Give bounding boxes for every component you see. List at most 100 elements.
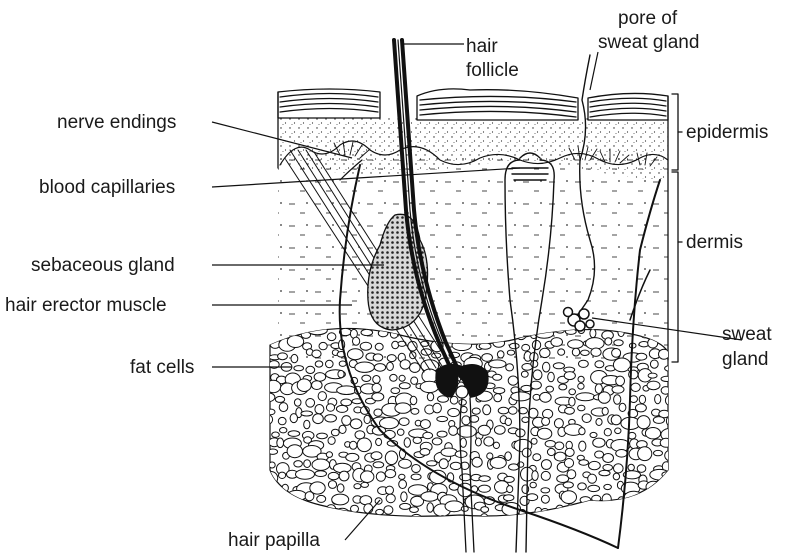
fat-cell [390, 374, 397, 381]
fat-cell [498, 407, 509, 414]
fat-cell [339, 425, 346, 433]
fat-cell [646, 481, 661, 492]
fat-cell [533, 454, 541, 461]
fat-cell [433, 403, 442, 413]
fat-cell [591, 348, 601, 356]
fat-cell [614, 340, 623, 346]
fat-cell [275, 396, 284, 402]
fat-cell [588, 485, 600, 491]
fat-cell [420, 449, 430, 456]
fat-cell [317, 495, 326, 502]
fat-cell [512, 518, 519, 527]
fat-cell [603, 454, 614, 463]
fat-cell [288, 431, 300, 437]
fat-cell [564, 459, 573, 468]
fat-cell [341, 399, 352, 406]
fat-cell [586, 338, 605, 350]
fat-cell [522, 344, 530, 351]
fat-cell [509, 407, 518, 415]
fat-cell [279, 403, 288, 412]
fat-cell [637, 416, 650, 429]
fat-cell [385, 470, 396, 478]
fat-cell [411, 514, 421, 520]
fat-cell [614, 464, 624, 473]
fat-cell [576, 393, 595, 401]
fat-cell [364, 415, 370, 423]
fat-cell [373, 354, 383, 361]
label-epidermis: epidermis [686, 122, 768, 143]
fat-cell [399, 418, 409, 426]
fat-cell [602, 518, 609, 528]
fat-cell [478, 425, 490, 435]
fat-cell [602, 407, 608, 415]
fat-cell [362, 375, 371, 381]
fat-cell [493, 388, 504, 394]
fat-cell [510, 343, 520, 349]
fat-cell [287, 503, 298, 512]
fat-cell [537, 428, 551, 439]
fat-cell [395, 403, 411, 413]
fat-cell [315, 471, 327, 477]
fat-cell [543, 409, 553, 418]
fat-cell [361, 482, 369, 487]
fat-cell [661, 376, 672, 381]
fat-cell [374, 364, 385, 372]
label-sebaceous-gland: sebaceous gland [31, 255, 175, 276]
fat-cell [420, 420, 430, 429]
fat-cell [599, 470, 610, 475]
fat-cell [565, 448, 574, 456]
fat-cell [450, 462, 461, 469]
fat-cell [411, 377, 418, 384]
fat-cell [531, 438, 537, 444]
fat-cell [580, 497, 591, 504]
fat-cell [348, 349, 364, 360]
fat-cell [373, 376, 380, 384]
fat-cell [265, 494, 274, 500]
fat-cell [588, 516, 599, 523]
fat-cell [665, 513, 674, 522]
fat-cell [336, 508, 349, 517]
fat-cell [647, 381, 660, 390]
fat-cell [590, 432, 597, 437]
fat-cell [542, 417, 550, 425]
fat-cell [650, 469, 670, 480]
fat-cell [604, 484, 612, 489]
fat-cell [504, 495, 514, 501]
fat-cell [613, 473, 619, 480]
fat-cell [306, 366, 315, 373]
fat-cell [402, 519, 413, 526]
fat-cell [318, 392, 326, 401]
fat-cell [326, 452, 332, 458]
fat-cell [279, 472, 286, 478]
fat-cell [558, 349, 565, 355]
fat-cell [665, 366, 675, 372]
fat-cell [376, 518, 382, 527]
fat-cell [278, 517, 287, 524]
fat-cell [404, 438, 410, 447]
fat-cell [540, 348, 550, 357]
fat-cell [578, 376, 584, 382]
fat-cell [316, 517, 326, 527]
fat-cell [427, 461, 437, 466]
fat-cell [339, 361, 346, 366]
fat-cell [325, 415, 337, 422]
label-fat-cells: fat cells [130, 357, 194, 378]
fat-cell [579, 460, 589, 466]
fat-cell [494, 394, 502, 402]
fat-cell [391, 520, 397, 525]
fat-cell [266, 415, 273, 423]
label-hair-follicle-1: hair [466, 36, 498, 57]
fat-cell [479, 476, 490, 482]
fat-cell [572, 503, 590, 517]
fat-cell [427, 393, 433, 401]
label-dermis: dermis [686, 232, 743, 253]
fat-cell [400, 360, 410, 369]
fat-cell [600, 504, 613, 512]
fat-cell [410, 507, 419, 513]
fat-cell [521, 371, 528, 377]
fat-cell [449, 519, 459, 527]
fat-cell [350, 441, 357, 449]
fat-cell [655, 395, 661, 404]
fat-cell [266, 516, 284, 530]
fat-cell [355, 362, 375, 372]
